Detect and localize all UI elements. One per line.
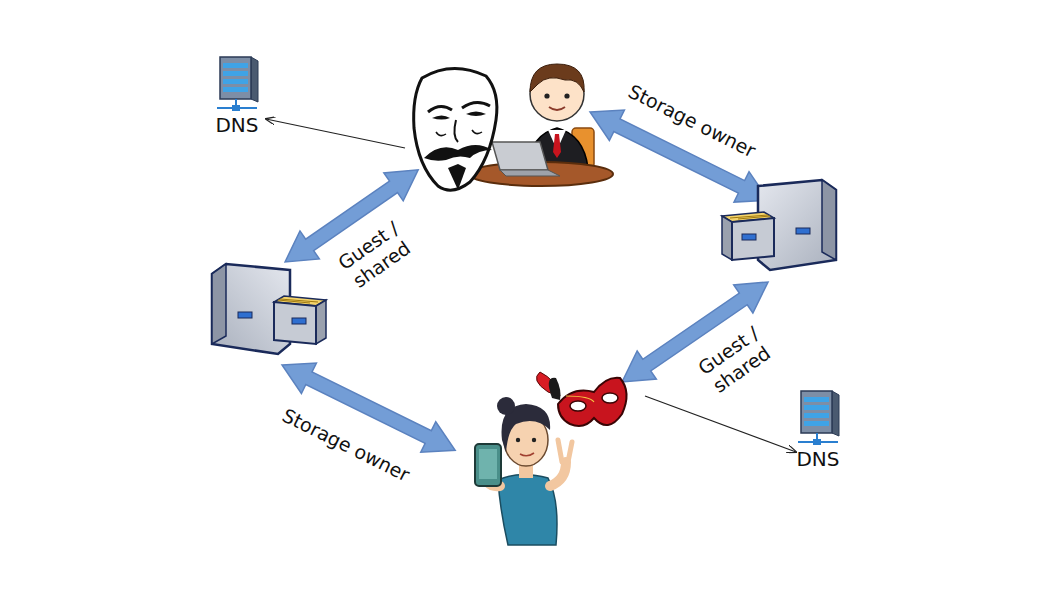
dns-server: DNS bbox=[790, 386, 846, 473]
double-arrow bbox=[274, 97, 777, 466]
server-icon bbox=[794, 388, 842, 448]
dns-server: DNS bbox=[209, 52, 265, 139]
server-icon bbox=[213, 54, 261, 114]
storage-cabinet bbox=[722, 180, 836, 270]
anonymous-mask bbox=[414, 68, 497, 190]
storage-cabinet bbox=[212, 264, 326, 354]
leader-line bbox=[645, 396, 796, 452]
server-label: DNS bbox=[794, 448, 842, 471]
woman-with-phone bbox=[475, 397, 572, 545]
server-label: DNS bbox=[213, 114, 261, 137]
arrow-label: Storage owner bbox=[625, 80, 760, 162]
masquerade-mask bbox=[536, 372, 626, 426]
leader-line bbox=[266, 119, 405, 148]
